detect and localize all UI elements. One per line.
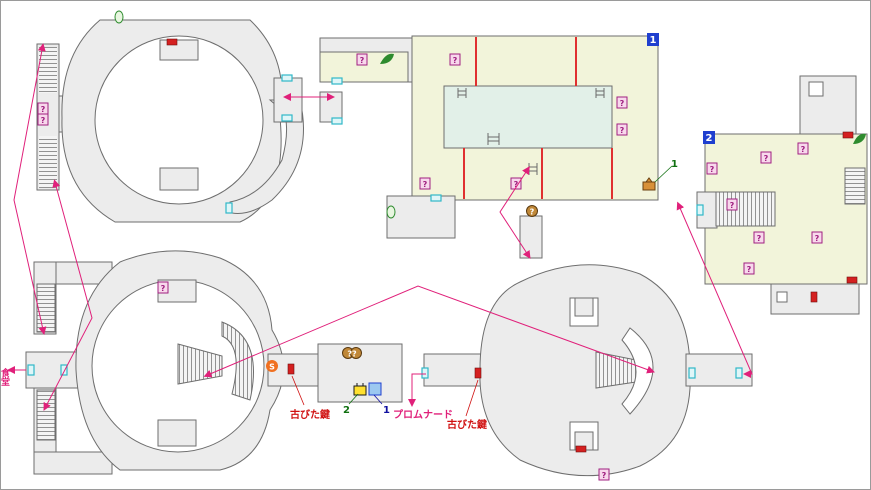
area1-badge [647,33,659,46]
pot-icon [642,177,656,191]
treasure-chest-icon: ? [706,162,718,175]
door-marker-icon [331,77,343,85]
leader-green-area1 [654,165,673,183]
label-promenade: プロムナード [393,408,453,421]
leaf-icon [853,133,866,144]
treasure-chest-glyph: ? [360,56,365,65]
leader-blue-1 [373,394,383,405]
locked-door-marker [166,38,178,46]
leader-green-2 [348,393,359,405]
treasure-chest-glyph: ? [41,116,46,125]
treasure-chest-icon: ? [760,151,772,164]
svg-text:?: ? [530,208,535,217]
treasure-chest-icon: ? [598,468,610,481]
door-marker-icon [696,204,704,216]
label-number-2-green: 2 [343,405,350,416]
label-dining: 食堂 [0,367,11,386]
label-number-1-blue: 1 [383,405,390,416]
treasure-chest-glyph: ? [41,105,46,114]
treasure-chest-icon: ? [616,123,628,136]
treasure-chest-icon: ? [616,96,628,109]
treasure-chest-icon: ? [37,102,49,115]
door-marker-icon [281,74,293,82]
locked-door-marker [287,363,295,375]
treasure-chest-icon: ? [419,177,431,190]
label-number-1-green: 1 [671,159,678,170]
treasure-chest-icon: ? [356,53,368,66]
door-marker-icon [331,117,343,125]
door-marker-icon [421,367,429,379]
label-old-key-left: 古びた鍵 [290,408,330,421]
area1-badge-number: 1 [650,35,657,46]
treasure-chest-icon: ? [449,53,461,66]
leader-old-key-left [291,375,305,406]
treasure-chest-glyph: ? [453,56,458,65]
area2-badge-number: 2 [706,133,713,144]
blue-block-marker [368,382,382,396]
treasure-chest-glyph: ? [514,180,519,189]
treasure-chest-glyph: ? [710,165,715,174]
leader-old-key-right [465,379,479,417]
label-old-key-right: 古びた鍵 [447,418,487,431]
locked-door-marker [842,131,854,139]
upper-rotunda [36,19,343,223]
svg-text:??: ?? [347,350,357,359]
door-marker-icon [60,364,68,376]
locked-door-marker [575,445,587,453]
save-point-letter: S [269,363,275,372]
door-marker-icon [27,364,35,376]
treasure-chest-glyph: ? [764,154,769,163]
treasure-chest-glyph: ? [801,145,806,154]
area1-red-walls [463,37,613,199]
treasure-chest-icon: ? [726,198,738,211]
treasure-chest-icon: ? [510,177,522,190]
locked-door-marker [810,291,818,303]
door-marker-icon [430,194,442,202]
locked-door-marker [846,276,858,284]
yellow-switch-marker [353,383,367,396]
treasure-chest-glyph: ? [620,126,625,135]
treasure-chest-glyph: ? [730,201,735,210]
locked-door-marker [474,367,482,379]
treasure-chest-icon: ? [797,142,809,155]
pot-icon: ? [526,205,538,217]
treasure-chest-glyph: ? [757,234,762,243]
treasure-chest-icon: ? [157,281,169,294]
treasure-chest-icon: ? [811,231,823,244]
treasure-chest-glyph: ? [747,265,752,274]
treasure-chest-icon: ? [743,262,755,275]
treasure-chest-glyph: ? [602,471,607,480]
door-marker-icon [225,202,233,214]
area2-badge [703,131,715,144]
route-arrows [7,43,753,411]
door-marker-icon [735,367,743,379]
leaf-icon [380,53,394,64]
door-marker-icon [688,367,696,379]
pot-icon: ?? [342,347,362,359]
exit-oval-marker [386,205,396,219]
treasure-chest-icon: ? [37,113,49,126]
treasure-chest-glyph: ? [161,284,166,293]
treasure-chest-icon: ? [753,231,765,244]
exit-oval-marker [114,10,124,24]
treasure-chest-glyph: ? [815,234,820,243]
treasure-chest-glyph: ? [620,99,625,108]
door-marker-icon [281,114,293,122]
treasure-chest-glyph: ? [423,180,428,189]
